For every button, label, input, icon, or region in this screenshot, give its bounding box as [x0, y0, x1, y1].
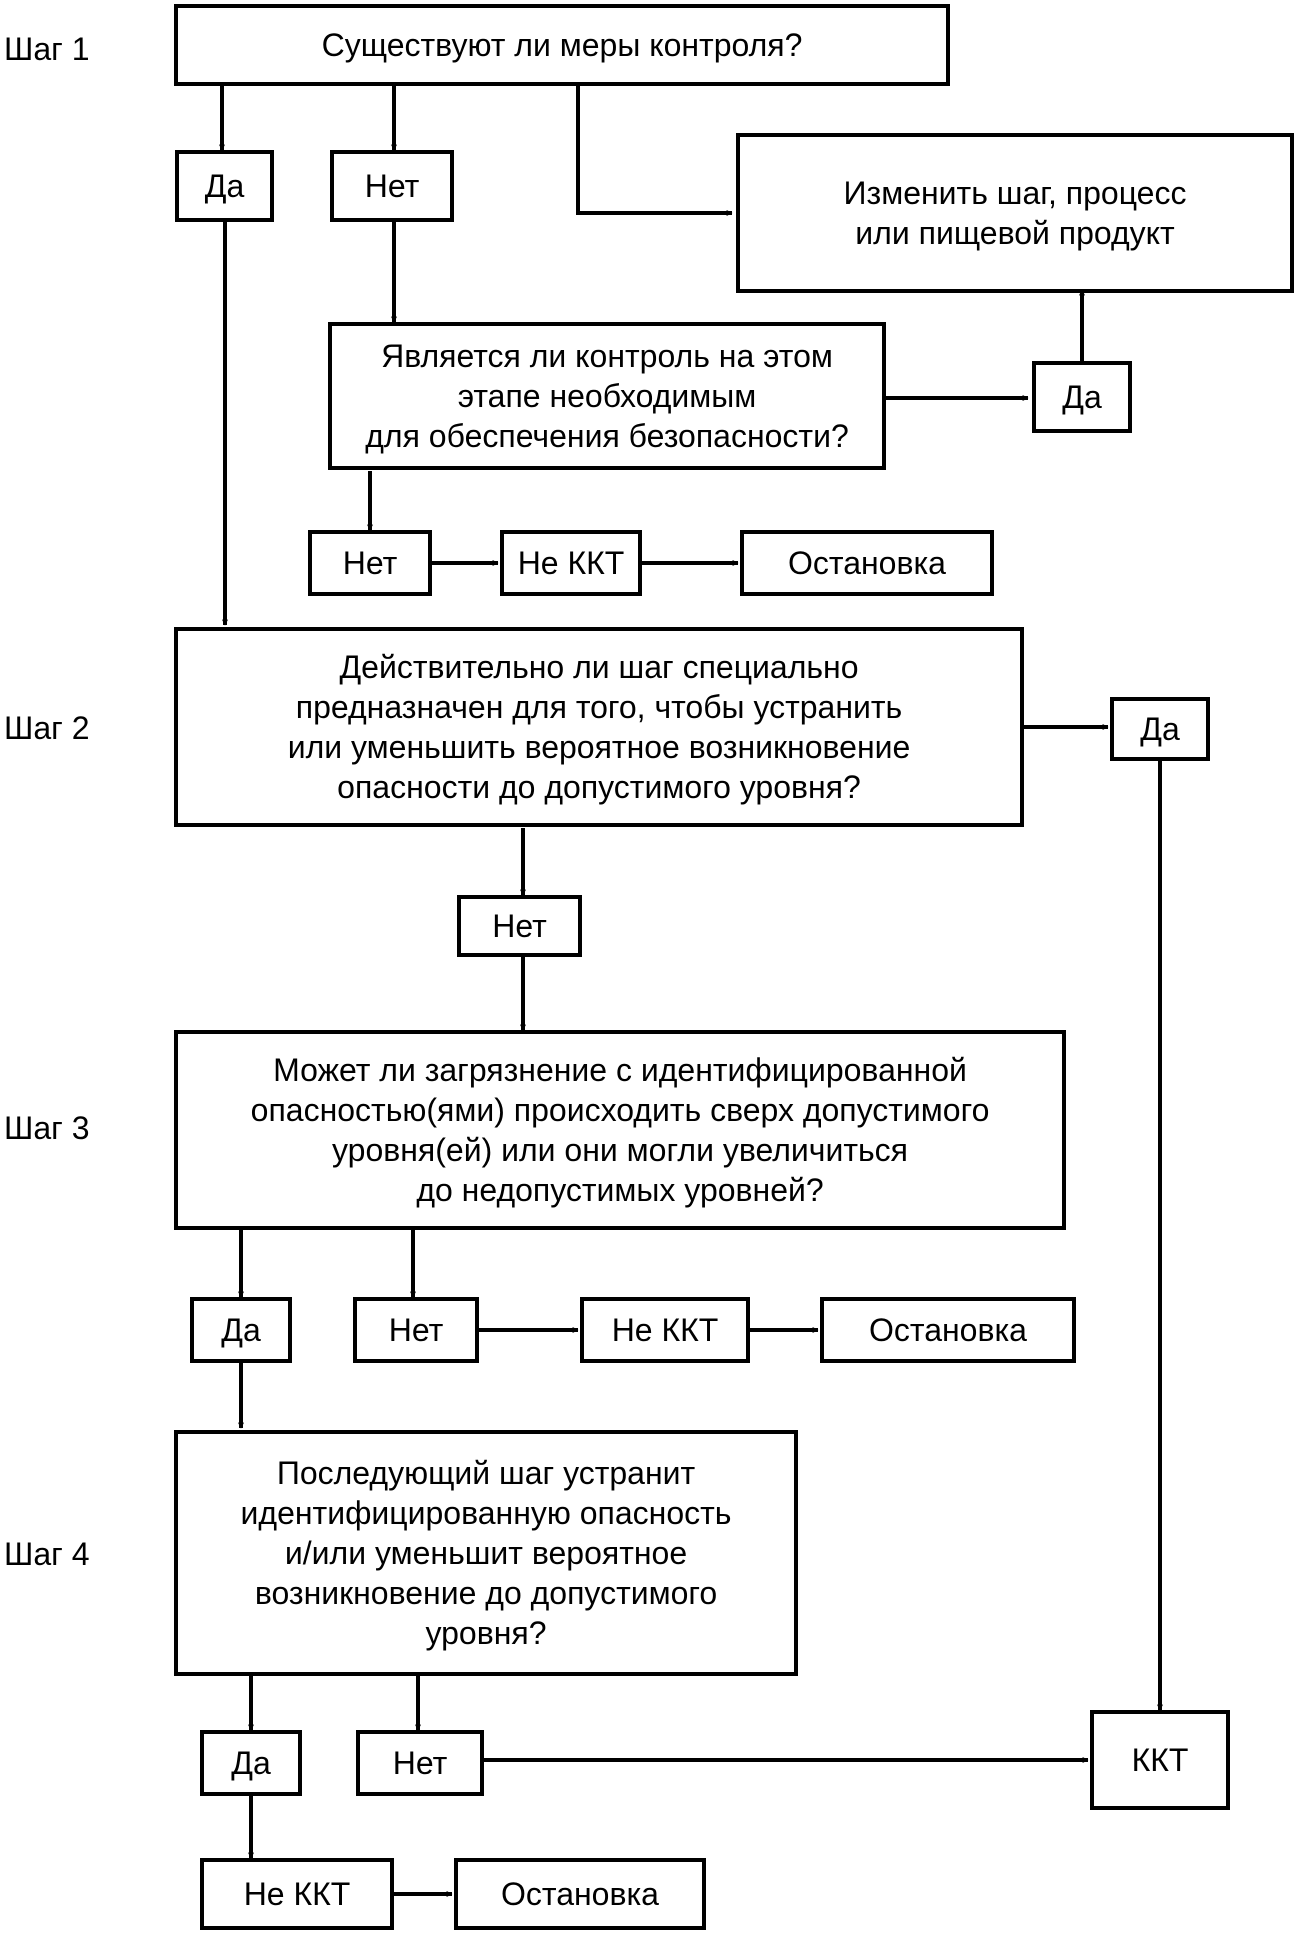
stop-box-1: Остановка: [740, 530, 994, 596]
ccp-box: ККТ: [1090, 1710, 1230, 1810]
question-4-box: Последующий шаг устранит идентифицирован…: [174, 1430, 798, 1676]
answer-yes-1: Да: [175, 150, 274, 222]
modify-step-box: Изменить шаг, процесс или пищевой продук…: [736, 133, 1294, 293]
answer-no-4: Нет: [356, 1730, 484, 1796]
modify-step-text: Изменить шаг, процесс или пищевой продук…: [843, 175, 1187, 251]
step-4-label: Шаг 4: [4, 1536, 90, 1572]
answer-yes-control: Да: [1032, 361, 1132, 433]
answer-no-1: Нет: [330, 150, 454, 222]
control-necessary-question-box: Является ли контроль на этом этапе необх…: [328, 322, 886, 470]
control-necessary-question-text: Является ли контроль на этом этапе необх…: [365, 338, 849, 454]
question-3-text: Может ли загрязнение с идентифицированно…: [250, 1052, 990, 1208]
step-1-label: Шаг 1: [4, 31, 90, 67]
not-ccp-box-1: Не ККТ: [500, 530, 642, 596]
question-1-box: Существуют ли меры контроля?: [174, 4, 950, 86]
step-3-label: Шаг 3: [4, 1110, 90, 1146]
question-3-box: Может ли загрязнение с идентифицированно…: [174, 1030, 1066, 1230]
answer-no-2: Нет: [457, 895, 582, 957]
step-2-label: Шаг 2: [4, 710, 90, 746]
answer-yes-2: Да: [1110, 697, 1210, 761]
stop-box-3: Остановка: [454, 1858, 706, 1930]
question-2-box: Действительно ли шаг специально предназн…: [174, 627, 1024, 827]
not-ccp-box-2: Не ККТ: [580, 1297, 750, 1363]
answer-no-3: Нет: [353, 1297, 479, 1363]
question-1-text: Существуют ли меры контроля?: [321, 27, 803, 63]
answer-yes-4: Да: [200, 1730, 302, 1796]
arrow-q1-to-modify: [576, 84, 733, 216]
stop-box-2: Остановка: [820, 1297, 1076, 1363]
question-4-text: Последующий шаг устранит идентифицирован…: [240, 1455, 732, 1651]
question-2-text: Действительно ли шаг специально предназн…: [287, 649, 911, 805]
not-ccp-box-3: Не ККТ: [200, 1858, 394, 1930]
answer-yes-3: Да: [190, 1297, 292, 1363]
answer-no-control: Нет: [308, 530, 432, 596]
